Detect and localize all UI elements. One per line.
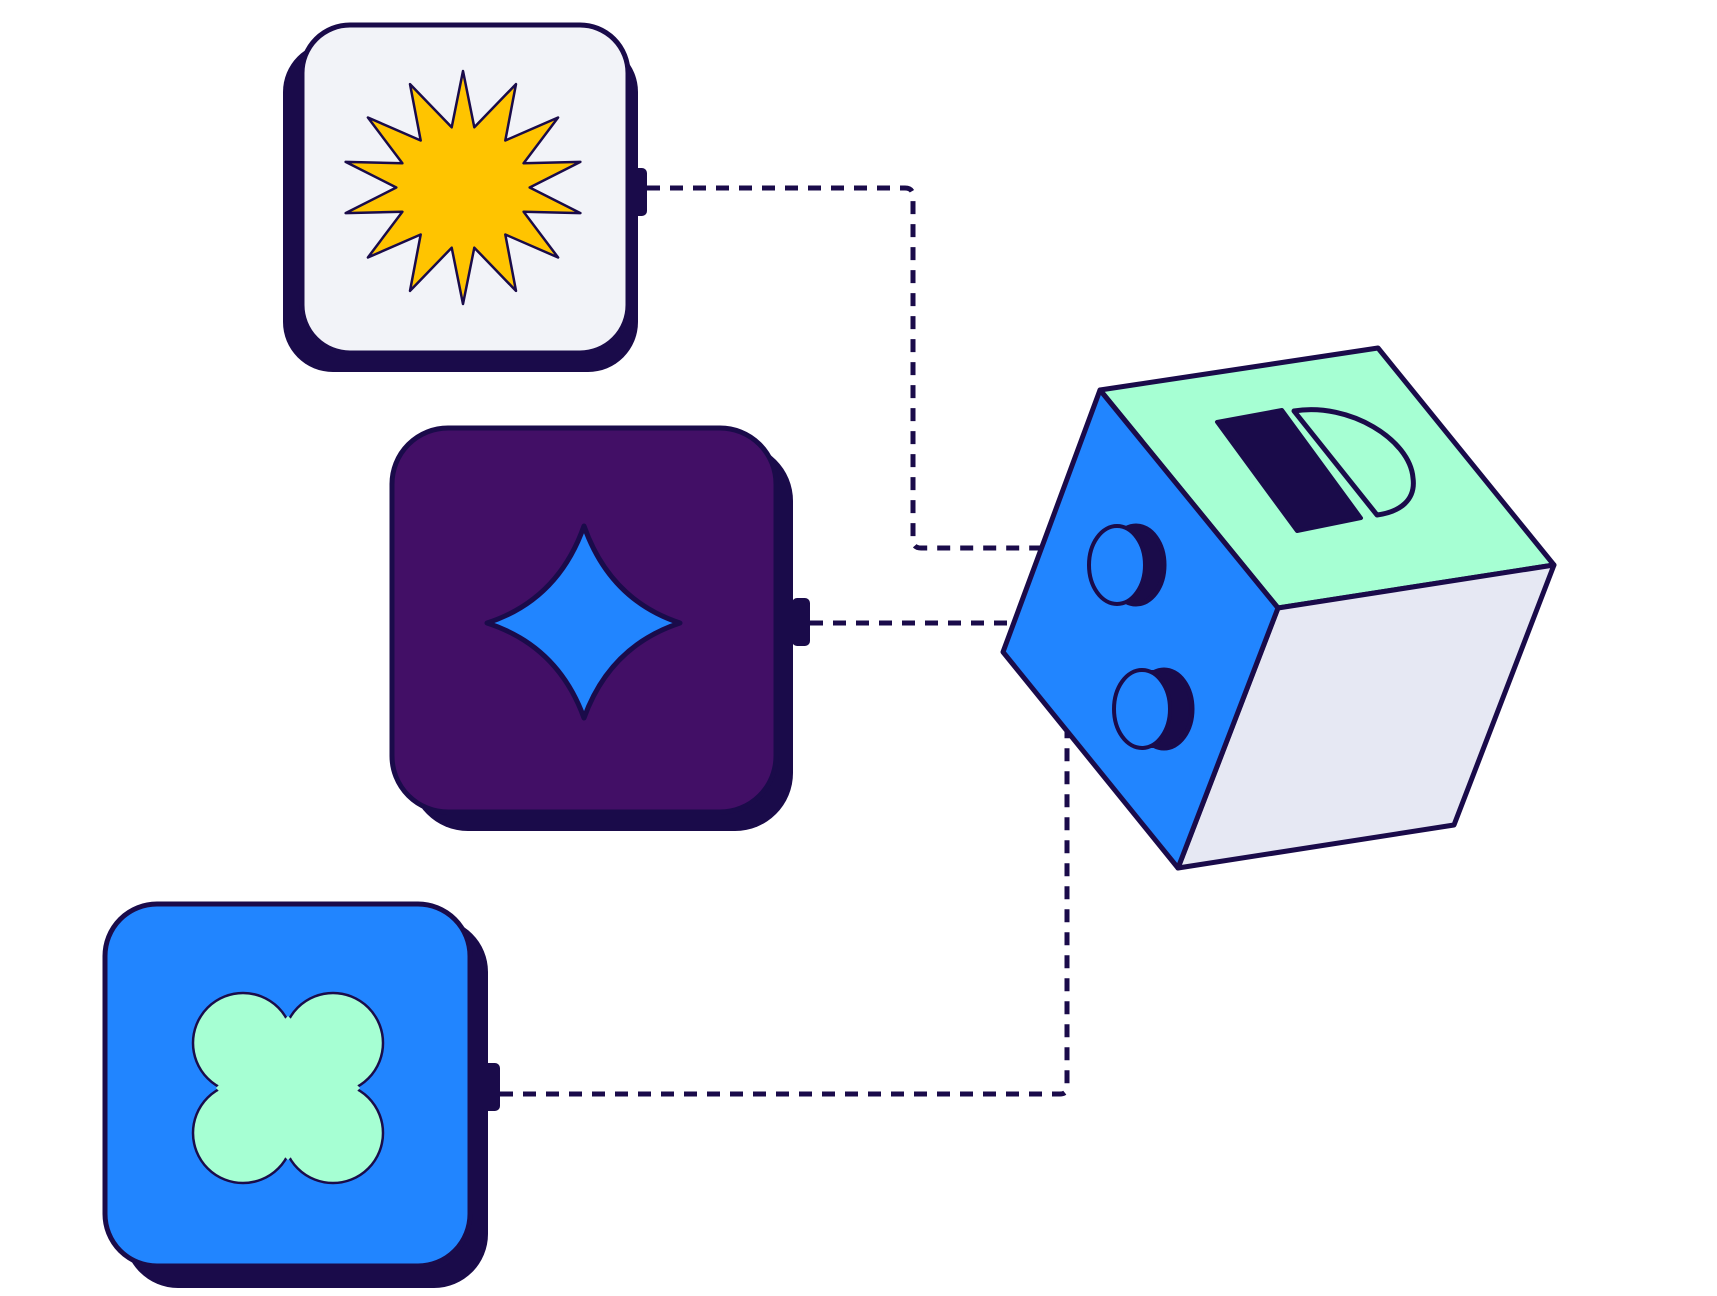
- clover-card: [102, 901, 500, 1288]
- clover-card-port: [482, 1063, 500, 1111]
- cube-left-face: [1000, 387, 1281, 871]
- sun-burst-icon: [344, 69, 582, 306]
- sparkle-card-port: [792, 598, 810, 646]
- bar-icon: [1215, 408, 1363, 533]
- port-icon: [1112, 667, 1195, 751]
- sparkle-card: [389, 425, 810, 831]
- clover-x-icon: [191, 991, 385, 1185]
- isometric-cube: [1000, 345, 1557, 871]
- sun-card-port: [628, 168, 647, 216]
- connector-sun-to-cube: [647, 185, 1096, 551]
- half-circle-icon: [1291, 407, 1416, 518]
- four-point-star-icon: [484, 523, 683, 721]
- sun-card: [283, 22, 647, 372]
- port-icon: [1087, 523, 1167, 607]
